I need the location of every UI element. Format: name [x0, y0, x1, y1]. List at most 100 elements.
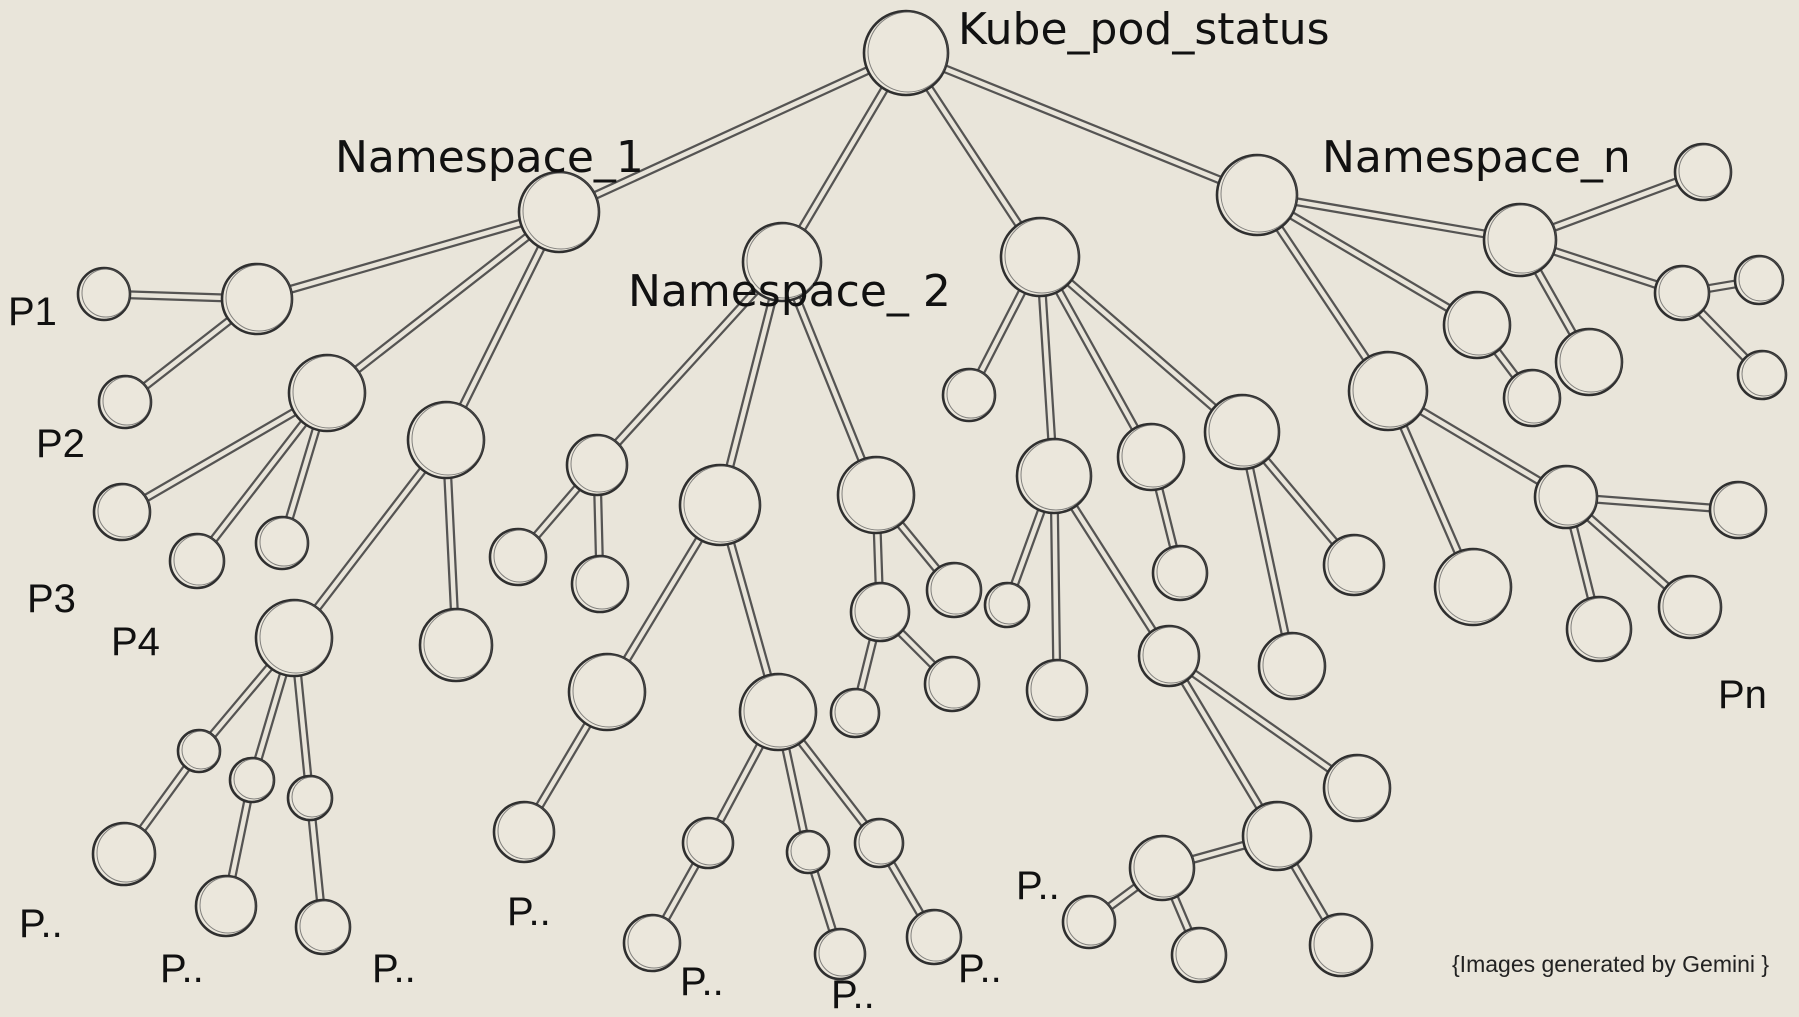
pod-label-more: P..: [372, 947, 416, 991]
tree-edge: [594, 259, 785, 468]
node-sketch-stroke: [1559, 329, 1623, 393]
tree-edge: [1254, 192, 1523, 243]
node-sketch-stroke: [1658, 266, 1710, 318]
node-sketch-stroke: [1156, 546, 1208, 598]
pod-node: [678, 463, 762, 547]
namespace-node: [1215, 153, 1299, 237]
node-sketch-stroke: [1327, 755, 1391, 819]
node-sketch-stroke: [259, 517, 309, 567]
node-sketch-stroke: [81, 268, 131, 318]
node-sketch-stroke: [910, 910, 962, 962]
tree-edge: [1037, 254, 1245, 435]
pod-label-more: P..: [831, 973, 875, 1017]
node-sketch-stroke: [1438, 549, 1512, 623]
node-sketch-stroke: [686, 818, 734, 866]
namespace-n-label: Namespace_n: [1322, 132, 1631, 183]
node-sketch-stroke: [1662, 576, 1722, 636]
node-sketch-stroke: [1327, 535, 1385, 593]
root-node: [862, 9, 950, 97]
node-sketch-stroke: [746, 223, 822, 299]
node-sketch-stroke: [1487, 204, 1557, 274]
node-sketch-stroke: [1738, 256, 1784, 302]
node-sketch-stroke: [292, 355, 366, 429]
node-sketch-stroke: [575, 556, 629, 610]
root-label: Kube_pod_status: [958, 4, 1330, 55]
node-sketch-stroke: [411, 402, 485, 476]
node-sketch-stroke: [299, 900, 351, 952]
pod-label-more: P..: [507, 890, 551, 934]
node-sketch-stroke: [946, 369, 996, 419]
node-sketch-stroke: [1678, 144, 1732, 198]
node-sketch-stroke: [834, 689, 880, 735]
node-sketch-stroke: [570, 435, 628, 493]
pod-label-p2: P2: [36, 422, 85, 466]
node-sketch-stroke: [259, 600, 333, 674]
node-sketch-stroke: [225, 264, 293, 332]
node-sketch-stroke: [1313, 914, 1373, 974]
node-sketch-stroke: [683, 465, 761, 543]
tree-edge: [254, 209, 562, 302]
node-sketch-stroke: [988, 583, 1030, 625]
tree-edge: [1239, 429, 1295, 669]
pod-label-p1: P1: [8, 290, 57, 334]
tree-edge: [291, 437, 449, 641]
node-sketch-stroke: [743, 674, 817, 748]
node-sketch-stroke: [1066, 896, 1116, 946]
node-sketch-stroke: [572, 654, 646, 728]
node-sketch-stroke: [1220, 155, 1298, 233]
namespace-node: [999, 216, 1081, 298]
pod-label-more: P..: [680, 960, 724, 1004]
tree-edge: [903, 50, 1260, 198]
node-sketch-stroke: [1004, 218, 1080, 294]
node-sketch-stroke: [1538, 466, 1598, 526]
node-sketch-stroke: [423, 609, 493, 679]
node-sketch-stroke: [1713, 482, 1767, 536]
node-sketch-stroke: [522, 172, 600, 250]
tree-edge: [717, 259, 785, 508]
pod-label-p4: P4: [111, 620, 160, 664]
node-sketch-stroke: [854, 583, 910, 639]
node-sketch-stroke: [858, 819, 904, 865]
tree-edge: [779, 259, 879, 498]
pod-label-pn: Pn: [1718, 673, 1767, 717]
node-sketch-stroke: [102, 376, 152, 426]
node-sketch-stroke: [233, 758, 275, 800]
node-sketch-stroke: [1246, 802, 1312, 868]
node-sketch-stroke: [291, 776, 333, 818]
node-sketch-stroke: [181, 730, 221, 770]
node-sketch-stroke: [1507, 370, 1561, 424]
credit-text: {Images generated by Gemini }: [1452, 951, 1770, 977]
node-sketch-stroke: [199, 876, 257, 934]
node-sketch-stroke: [97, 484, 151, 538]
pod-label-more: P..: [160, 947, 204, 991]
node-sketch-stroke: [790, 831, 830, 871]
tree-edges: [99, 48, 1767, 960]
node-sketch-stroke: [928, 657, 980, 709]
tree-edge: [1166, 653, 1360, 791]
pod-node: [1347, 350, 1429, 432]
tree-edge: [1254, 192, 1480, 328]
tree-edge: [443, 209, 562, 443]
node-sketch-stroke: [1030, 660, 1088, 718]
node-sketch-stroke: [1447, 292, 1511, 356]
node-sketch-stroke: [627, 915, 681, 969]
tree-nodes: [76, 9, 1788, 984]
tree-edge: [324, 209, 562, 396]
node-sketch-stroke: [493, 529, 547, 583]
node-sketch-stroke: [497, 802, 555, 860]
pod-label-p3: P3: [27, 577, 76, 621]
node-sketch-stroke: [1175, 928, 1227, 980]
namespace-1-label: Namespace_1: [335, 132, 644, 183]
pod-label-more: P..: [1016, 864, 1060, 908]
node-sketch-stroke: [1570, 597, 1632, 659]
node-sketch-stroke: [818, 929, 866, 977]
namespace-2-label: Namespace_ 2: [628, 266, 951, 317]
node-sketch-stroke: [1262, 633, 1326, 697]
tree-edge: [119, 390, 330, 515]
pod-label-more: P..: [19, 902, 63, 946]
node-sketch-stroke: [1142, 626, 1200, 684]
node-sketch-stroke: [96, 823, 156, 883]
node-sketch-stroke: [1741, 351, 1787, 397]
